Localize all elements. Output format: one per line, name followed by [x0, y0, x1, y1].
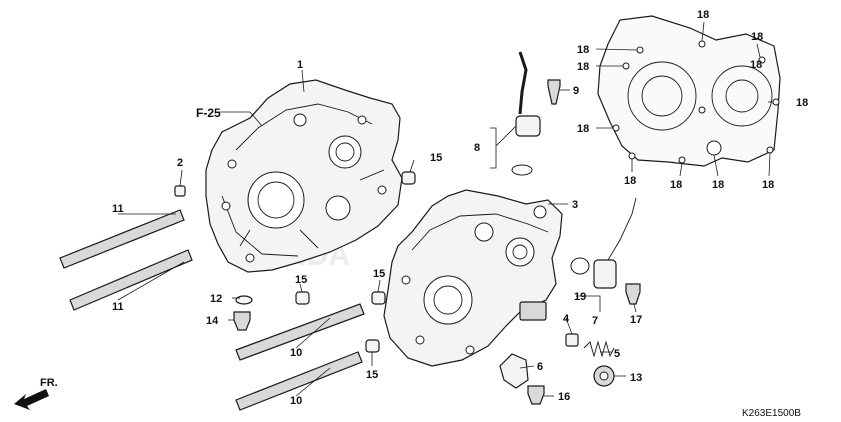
stud-bolt-11b	[69, 249, 193, 311]
callout-3: 3	[572, 199, 578, 211]
bolt-9	[547, 79, 561, 105]
callout-15a: 15	[430, 152, 442, 164]
callout-18i: 18	[670, 179, 682, 191]
crankcase-gasket	[597, 15, 781, 167]
small-parts	[174, 51, 641, 405]
callout-15c: 15	[373, 268, 385, 280]
bolt-17	[625, 283, 641, 305]
callout-18h: 18	[624, 175, 636, 187]
stud-bolt-11a	[59, 209, 185, 269]
crank-bore	[247, 171, 305, 229]
callout-18c: 18	[577, 44, 589, 56]
leader-lines	[117, 69, 637, 397]
callout-4: 4	[563, 313, 570, 325]
stud-bolt-10a	[235, 303, 365, 361]
right-crank-bore	[423, 275, 473, 325]
spring-5	[583, 340, 615, 358]
callout-18k: 18	[762, 179, 774, 191]
callout-13: 13	[630, 372, 642, 384]
bolt-16	[527, 385, 545, 405]
stopper-plate-6	[499, 353, 529, 389]
front-direction-arrow: FR.	[14, 377, 58, 410]
pin-4	[565, 333, 579, 347]
callout-18j: 18	[712, 179, 724, 191]
crankcase-boss	[519, 301, 547, 321]
callout-15b: 15	[295, 274, 307, 286]
callout-17: 17	[630, 314, 642, 326]
callout-11a: 11	[112, 203, 124, 215]
dowel-pin-15b	[295, 291, 310, 305]
left-crankcase	[205, 79, 403, 273]
callout-19: 19	[574, 291, 586, 303]
callout-15d: 15	[366, 369, 378, 381]
callout-2: 2	[177, 157, 183, 169]
stud-bolt-10b	[235, 351, 363, 411]
callout-6: 6	[537, 361, 543, 373]
o-ring-19	[570, 257, 590, 275]
dowel-pin-15c	[371, 291, 386, 305]
dowel-pin-15d	[365, 339, 380, 353]
callout-18g: 18	[577, 123, 589, 135]
dowel-pin-15a	[401, 171, 416, 185]
callout-10a: 10	[290, 347, 302, 359]
callout-10b: 10	[290, 395, 302, 407]
callout-18a: 18	[697, 9, 709, 21]
callout-16: 16	[558, 391, 570, 403]
sensor-7	[593, 259, 617, 289]
shaft-bore-lower	[325, 195, 351, 221]
stud-bolts	[59, 209, 365, 411]
right-crankcase	[383, 189, 563, 367]
callout-8: 8	[474, 142, 480, 154]
front-arrow-icon	[14, 389, 49, 410]
callout-5: 5	[614, 348, 620, 360]
callout-12: 12	[210, 293, 222, 305]
reference-label: F-25	[196, 106, 221, 120]
callout-18f: 18	[796, 97, 808, 109]
dowel-pin-2	[174, 185, 186, 197]
callout-18e: 18	[750, 59, 762, 71]
callout-labels: 1 2 3 4 5 6 7 8 9 10 10 11 11 12 13 14 1…	[112, 9, 808, 407]
callout-9: 9	[573, 85, 579, 97]
callout-11b: 11	[112, 301, 124, 313]
gasket-leaders	[595, 21, 773, 177]
callout-18d: 18	[577, 61, 589, 73]
callout-1: 1	[297, 59, 303, 71]
callout-7: 7	[592, 315, 598, 327]
direction-label: FR.	[40, 377, 58, 389]
oil-gauge-8	[515, 115, 541, 137]
sealing-washer-12	[235, 295, 253, 305]
shaft-bore-upper	[328, 135, 362, 169]
callout-18b: 18	[751, 31, 763, 43]
drawing-number: K263E1500B	[742, 408, 801, 419]
drain-bolt-14	[233, 311, 251, 331]
callout-14: 14	[206, 315, 219, 327]
